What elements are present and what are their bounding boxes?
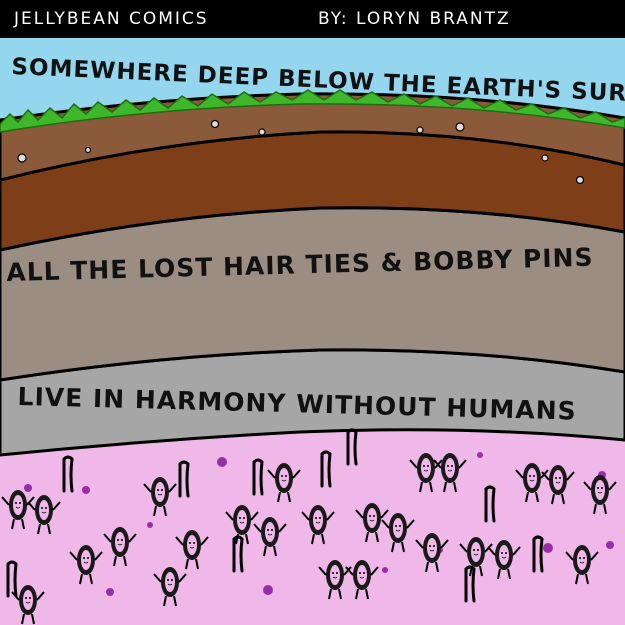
bobby-pin-character [62,455,74,493]
hair-tie-character [1,490,35,530]
hair-tie-character [381,513,415,553]
bobby-pin-character [232,535,244,573]
bobby-pin-character [6,560,18,598]
comic-header: Jellybean Comics By: Loryn Brantz [0,0,625,38]
hair-tie-character [415,533,449,573]
hair-tie-character [345,560,379,600]
hair-tie-character [565,545,599,585]
bobby-pin-characters [6,428,544,603]
bobby-pin-character [532,535,544,573]
hair-tie-character [541,465,575,505]
comic-byline: By: Loryn Brantz [318,9,511,29]
hair-tie-character [27,495,61,535]
hair-tie-character [409,453,443,493]
hair-tie-character [143,477,177,517]
hair-tie-character [267,463,301,503]
hair-tie-character [583,475,617,515]
hair-tie-character [103,527,137,567]
hair-tie-character [153,567,187,607]
hair-tie-character [515,463,549,503]
bobby-pin-character [464,565,476,603]
bobby-pin-character [252,458,264,496]
pebbles [17,119,585,185]
hair-tie-character [253,517,287,557]
hair-tie-character [459,537,493,577]
hair-tie-characters [1,453,617,625]
hair-tie-character [433,453,467,493]
bobby-pin-character [346,428,358,466]
hair-tie-character [11,585,45,625]
bobby-pin-character [484,485,496,523]
hair-tie-character [69,545,103,585]
grass-strip [0,89,625,133]
bobby-pin-character [178,460,190,498]
hair-tie-character [318,560,352,600]
purple-specks [24,452,614,596]
hair-tie-character [175,530,209,570]
hair-tie-character [301,505,335,545]
hair-tie-character [355,503,389,543]
bobby-pin-character [320,450,332,488]
hair-tie-character [487,540,521,580]
comic-title: Jellybean Comics [14,9,209,29]
